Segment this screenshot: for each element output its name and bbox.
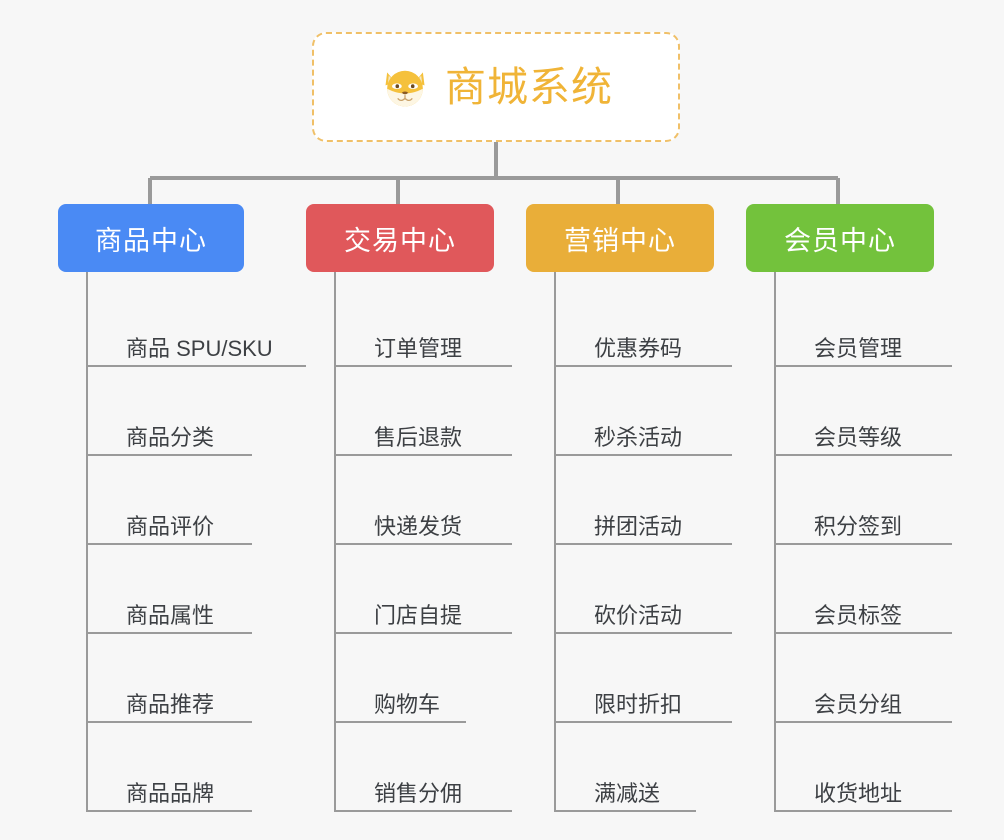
- leaf-item-underline: [88, 632, 252, 634]
- leaf-item[interactable]: 商品评价: [88, 456, 252, 545]
- leaf-item-label: 商品推荐: [126, 691, 215, 717]
- leaf-item-underline: [556, 721, 732, 723]
- leaf-item-label: 商品品牌: [126, 780, 215, 806]
- leaf-item[interactable]: 商品 SPU/SKU: [88, 278, 306, 367]
- branch-trade-center: 订单管理售后退款快递发货门店自提购物车销售分佣: [334, 272, 512, 812]
- leaf-item[interactable]: 会员管理: [776, 278, 952, 367]
- leaf-item[interactable]: 积分签到: [776, 456, 952, 545]
- leaf-item-label: 会员标签: [814, 602, 903, 628]
- leaf-item-underline: [336, 543, 512, 545]
- leaf-item[interactable]: 满减送: [556, 723, 714, 812]
- leaf-item-underline: [556, 632, 732, 634]
- leaf-item[interactable]: 会员标签: [776, 545, 952, 634]
- leaf-item-label: 门店自提: [374, 602, 463, 628]
- leaf-item-label: 拼团活动: [594, 513, 683, 539]
- leaf-item-underline: [336, 810, 512, 812]
- leaf-item[interactable]: 拼团活动: [556, 456, 732, 545]
- leaf-item-underline: [88, 721, 252, 723]
- leaf-item-underline: [88, 365, 306, 367]
- leaf-item[interactable]: 商品属性: [88, 545, 252, 634]
- leaf-item[interactable]: 商品品牌: [88, 723, 252, 812]
- root-title: 商城系统: [445, 63, 613, 110]
- leaf-item-underline: [88, 810, 252, 812]
- leaf-item-label: 优惠券码: [594, 335, 683, 361]
- leaf-item[interactable]: 收货地址: [776, 723, 952, 812]
- leaf-item[interactable]: 销售分佣: [336, 723, 512, 812]
- leaf-item-underline: [336, 632, 512, 634]
- leaf-item-label: 秒杀活动: [594, 424, 683, 450]
- leaf-item[interactable]: 优惠券码: [556, 278, 732, 367]
- leaf-item-label: 积分签到: [814, 513, 903, 539]
- leaf-item-underline: [88, 454, 252, 456]
- category-column-marketing-center: 营销中心优惠券码秒杀活动拼团活动砍价活动限时折扣满减送: [526, 204, 732, 812]
- branch-member-center: 会员管理会员等级积分签到会员标签会员分组收货地址: [774, 272, 952, 812]
- leaf-item-label: 满减送: [594, 780, 661, 806]
- leaf-item-label: 商品 SPU/SKU: [126, 335, 273, 361]
- shiba-dog-face-icon: [385, 70, 425, 107]
- leaf-item-label: 限时折扣: [594, 691, 683, 717]
- category-box-product-center[interactable]: 商品中心: [58, 204, 244, 272]
- category-box-member-center[interactable]: 会员中心: [746, 204, 934, 272]
- leaf-item-label: 会员管理: [814, 335, 903, 361]
- leaf-item[interactable]: 会员等级: [776, 367, 952, 456]
- leaf-item-label: 快递发货: [374, 513, 463, 539]
- leaf-item[interactable]: 售后退款: [336, 367, 512, 456]
- root-node[interactable]: 商城系统: [312, 32, 680, 142]
- leaf-item[interactable]: 秒杀活动: [556, 367, 732, 456]
- leaf-item-label: 商品属性: [126, 602, 215, 628]
- leaf-item-underline: [776, 543, 952, 545]
- leaf-item[interactable]: 会员分组: [776, 634, 952, 723]
- leaf-item-label: 销售分佣: [374, 780, 463, 806]
- leaf-item[interactable]: 购物车: [336, 634, 494, 723]
- leaf-item-underline: [88, 543, 252, 545]
- leaf-item-label: 会员分组: [814, 691, 903, 717]
- branch-product-center: 商品 SPU/SKU 商品分类商品评价商品属性商品推荐商品品牌: [86, 272, 306, 812]
- leaf-item-underline: [336, 454, 512, 456]
- leaf-item-underline: [776, 365, 952, 367]
- leaf-item[interactable]: 商品分类: [88, 367, 252, 456]
- leaf-item-underline: [776, 810, 952, 812]
- leaf-item-underline: [776, 721, 952, 723]
- category-box-trade-center[interactable]: 交易中心: [306, 204, 494, 272]
- leaf-item[interactable]: 商品推荐: [88, 634, 252, 723]
- leaf-item-underline: [776, 632, 952, 634]
- branch-marketing-center: 优惠券码秒杀活动拼团活动砍价活动限时折扣满减送: [554, 272, 732, 812]
- leaf-item-underline: [776, 454, 952, 456]
- leaf-item-label: 售后退款: [374, 424, 463, 450]
- leaf-item-underline: [556, 810, 696, 812]
- leaf-item[interactable]: 门店自提: [336, 545, 512, 634]
- leaf-item-underline: [336, 365, 512, 367]
- leaf-item[interactable]: 砍价活动: [556, 545, 732, 634]
- leaf-item-underline: [336, 721, 466, 723]
- leaf-item-underline: [556, 365, 732, 367]
- leaf-item-label: 订单管理: [374, 335, 463, 361]
- leaf-item[interactable]: 快递发货: [336, 456, 512, 545]
- leaf-item-label: 砍价活动: [594, 602, 683, 628]
- leaf-item[interactable]: 订单管理: [336, 278, 512, 367]
- category-box-marketing-center[interactable]: 营销中心: [526, 204, 714, 272]
- leaf-item-underline: [556, 454, 732, 456]
- leaf-item-label: 商品评价: [126, 513, 215, 539]
- leaf-item-label: 商品分类: [126, 424, 215, 450]
- leaf-item-label: 收货地址: [814, 780, 903, 806]
- leaf-item-label: 会员等级: [814, 424, 903, 450]
- category-column-trade-center: 交易中心订单管理售后退款快递发货门店自提购物车销售分佣: [306, 204, 512, 812]
- category-column-product-center: 商品中心商品 SPU/SKU 商品分类商品评价商品属性商品推荐商品品牌: [58, 204, 306, 812]
- leaf-item[interactable]: 限时折扣: [556, 634, 732, 723]
- category-column-member-center: 会员中心会员管理会员等级积分签到会员标签会员分组收货地址: [746, 204, 952, 812]
- leaf-item-underline: [556, 543, 732, 545]
- leaf-item-label: 购物车: [374, 691, 441, 717]
